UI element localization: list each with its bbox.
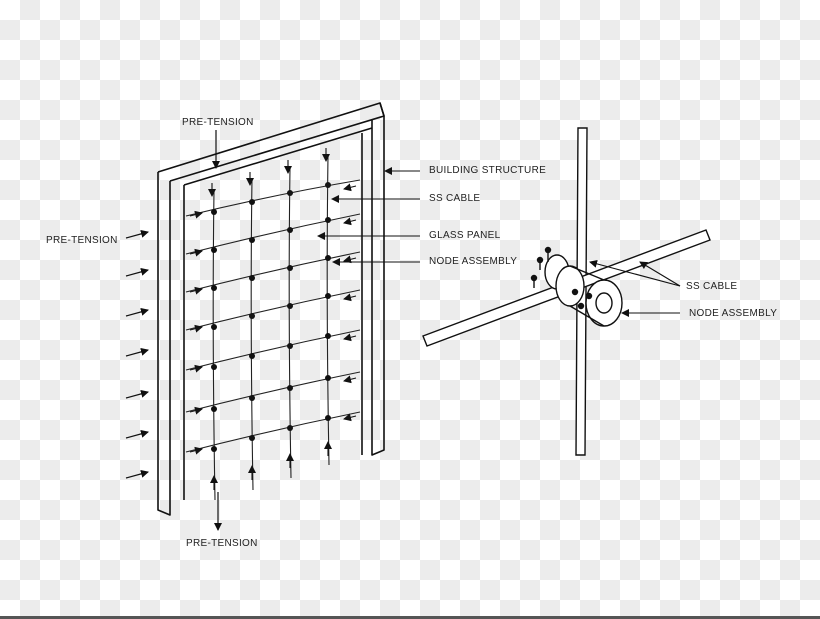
pretension-bottom-label: PRE-TENSION	[186, 538, 258, 549]
node-assembly-detail	[422, 127, 711, 456]
node-assembly-label-left: NODE ASSEMBLY	[429, 256, 518, 267]
cable-net	[185, 154, 361, 501]
pretension-arrows	[125, 130, 222, 531]
left-leader-arrows	[317, 167, 420, 266]
ss-cable-label-left: SS CABLE	[429, 193, 481, 204]
bottom-border	[0, 616, 820, 619]
right-leader-lines	[589, 259, 681, 317]
ss-cable-label-right: SS CABLE	[686, 281, 738, 292]
inner-tension-arrows	[189, 148, 357, 490]
pretension-top-label: PRE-TENSION	[182, 117, 254, 128]
node-assembly-label-right: NODE ASSEMBLY	[689, 308, 778, 319]
building-structure-label: BUILDING STRUCTURE	[429, 165, 547, 176]
building-structure-frame	[157, 102, 385, 516]
glass-panel-label: GLASS PANEL	[429, 230, 501, 241]
pretension-left-label: PRE-TENSION	[46, 235, 118, 246]
cable-nodes	[211, 182, 331, 452]
